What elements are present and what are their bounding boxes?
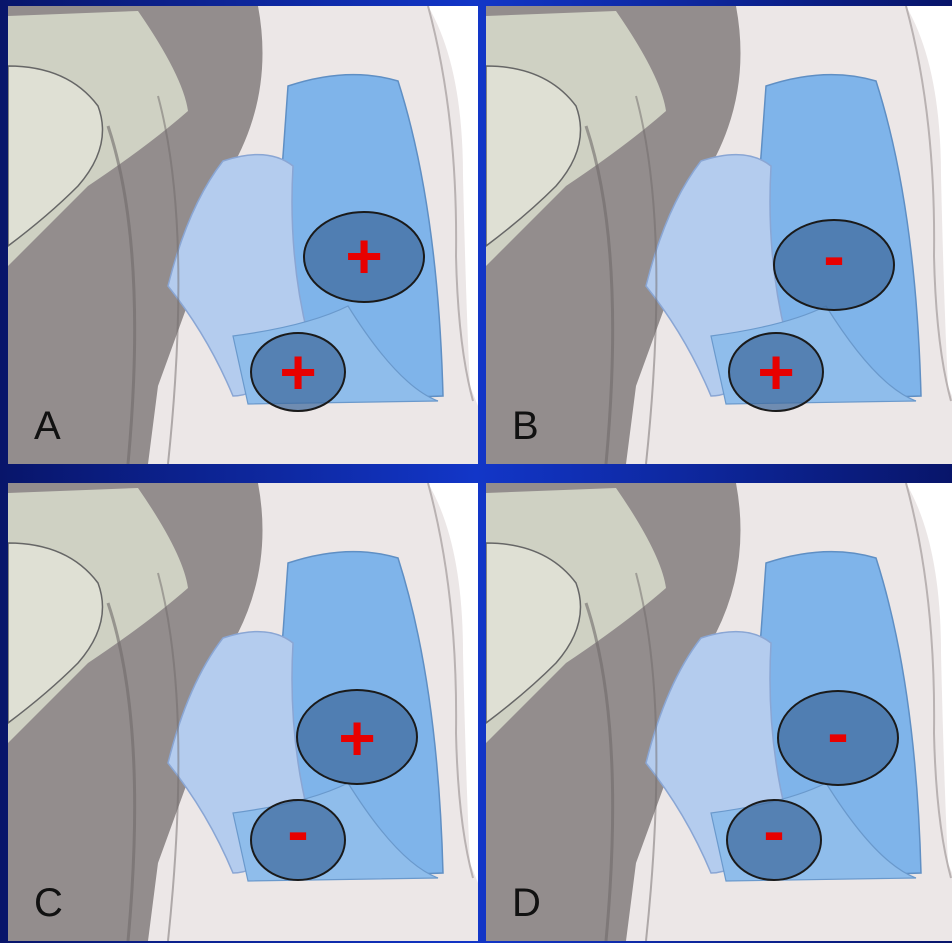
nose-illustration-a: + + <box>8 6 478 464</box>
nose-illustration-c: + - <box>8 483 478 941</box>
panel-label: D <box>512 883 541 923</box>
panel-label: B <box>512 406 539 446</box>
panel-label: C <box>34 883 63 923</box>
nose-anatomy <box>486 6 952 464</box>
lower-sign: - <box>763 795 784 867</box>
nose-illustration-b: - + <box>486 6 952 464</box>
lower-sign: + <box>279 336 316 408</box>
upper-sign: + <box>338 702 375 774</box>
panel-c: + - C <box>8 483 478 941</box>
lower-sign: + <box>757 336 794 408</box>
upper-sign: - <box>827 697 848 769</box>
upper-sign: + <box>345 220 382 292</box>
panel-b: - + B <box>486 6 952 464</box>
panel-label: A <box>34 406 61 446</box>
lower-sign: - <box>287 795 308 867</box>
nose-illustration-d: - - <box>486 483 952 941</box>
panel-d: - - D <box>486 483 952 941</box>
upper-sign: - <box>823 220 844 292</box>
panel-a: + + A <box>8 6 478 464</box>
